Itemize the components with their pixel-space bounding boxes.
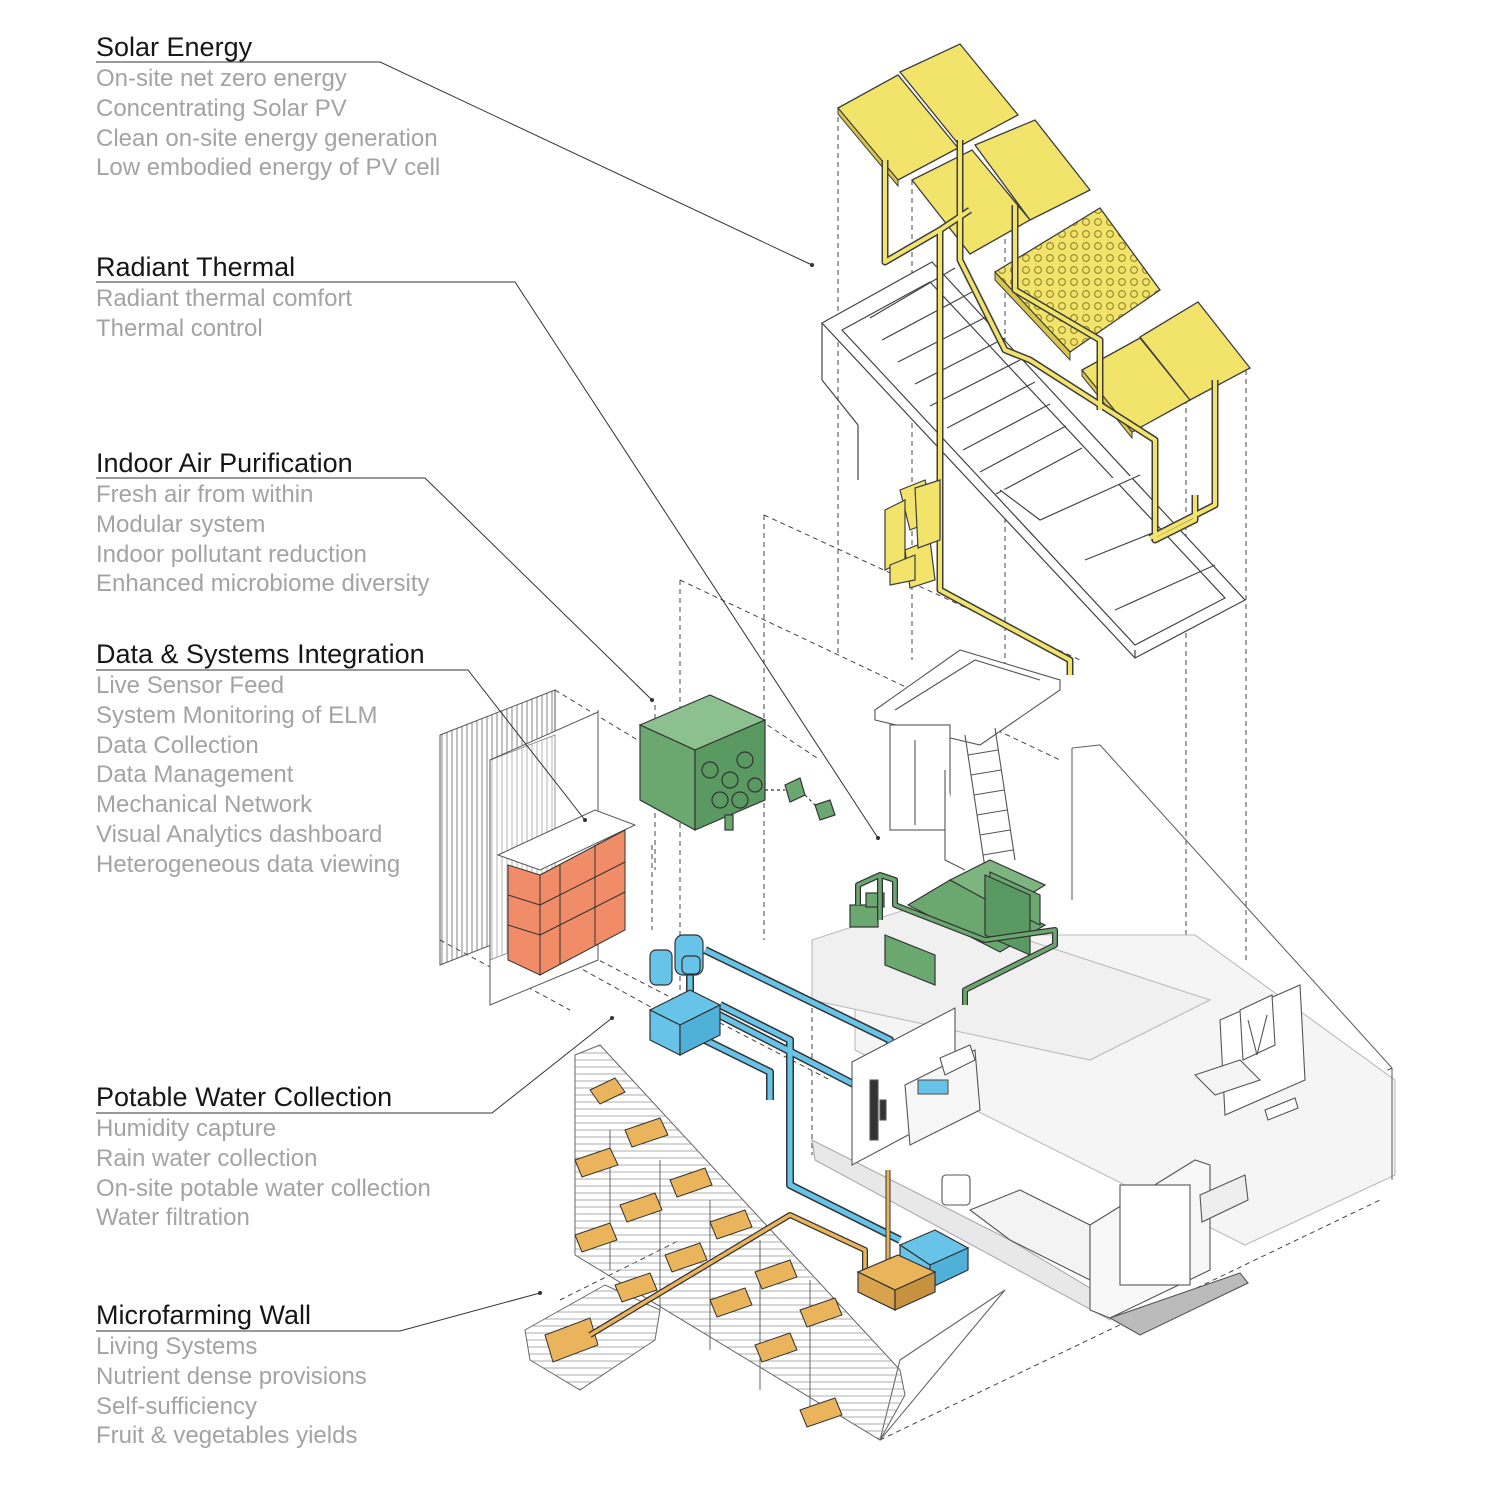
feature-item: Radiant thermal comfort	[96, 285, 353, 312]
feature-item: Modular system	[96, 510, 266, 538]
section-title: Solar Energy	[96, 32, 253, 62]
water-equipment	[648, 934, 970, 1290]
feature-item: Indoor pollutant reduction	[96, 540, 367, 568]
bathroom-pod	[941, 1159, 1249, 1336]
feature-item: Enhanced microbiome diversity	[96, 570, 430, 598]
section-title: Data & Systems Integration	[96, 639, 425, 669]
feature-item: System Monitoring of ELM	[96, 701, 378, 729]
section-title: Radiant Thermal	[96, 252, 296, 282]
section-title: Indoor Air Purification	[96, 448, 353, 478]
microfarming-wall-section: Microfarming Wall Living Systems Nutrien…	[96, 1298, 367, 1451]
feature-item: On-site potable water collection	[96, 1174, 431, 1202]
feature-item: Low embodied energy of PV cell	[96, 154, 441, 182]
farm-irrigation-fill	[589, 1213, 867, 1337]
solar-conduit-fill	[883, 140, 1217, 675]
inverter-unit	[884, 479, 941, 589]
air-purifier-module	[638, 694, 836, 832]
feature-item: Self-sufficiency	[96, 1392, 257, 1420]
radiant-thermal-section: Radiant Thermal Radiant thermal comfort …	[96, 250, 352, 344]
data-systems-wall	[439, 689, 637, 1006]
solar-energy-section: Solar Energy On-site net zero energy Con…	[96, 30, 440, 183]
leader-dots	[538, 263, 880, 1295]
feature-item: Water filtration	[96, 1204, 250, 1232]
feature-item: Nutrient dense provisions	[96, 1362, 367, 1390]
feature-item: Concentrating Solar PV	[96, 94, 347, 122]
section-title: Potable Water Collection	[96, 1082, 393, 1112]
feature-item: Humidity capture	[96, 1115, 277, 1142]
loft-bed	[873, 649, 1062, 871]
data-systems-integration-section: Data & Systems Integration Live Sensor F…	[96, 637, 425, 880]
feature-item: Fresh air from within	[96, 481, 314, 508]
feature-item: Rain water collection	[96, 1144, 318, 1172]
feature-item: Living Systems	[96, 1333, 258, 1360]
feature-item: Fruit & vegetables yields	[96, 1422, 358, 1450]
planter-boxes	[544, 1077, 843, 1428]
feature-item: On-site net zero energy	[96, 65, 347, 92]
feature-item: Data Collection	[96, 731, 259, 759]
nutrient-tank	[856, 1254, 937, 1311]
feature-item: Thermal control	[96, 314, 263, 342]
feature-item: Data Management	[96, 761, 294, 789]
indoor-air-purification-section: Indoor Air Purification Fresh air from w…	[96, 446, 429, 599]
radiant-thermal-piping-fill	[856, 873, 1057, 1005]
feature-item: Mechanical Network	[96, 791, 313, 819]
desk-chair	[1193, 984, 1306, 1121]
kitchen-module	[851, 1007, 981, 1265]
feature-item: Visual Analytics dashboard	[96, 820, 383, 848]
potable-water-collection-section: Potable Water Collection Humidity captur…	[96, 1080, 431, 1233]
section-title: Microfarming Wall	[96, 1300, 312, 1330]
feature-item: Heterogeneous data viewing	[96, 850, 401, 878]
leader-lines	[96, 61, 879, 1332]
feature-item: Clean on-site energy generation	[96, 124, 438, 152]
feature-item: Live Sensor Feed	[96, 672, 285, 699]
